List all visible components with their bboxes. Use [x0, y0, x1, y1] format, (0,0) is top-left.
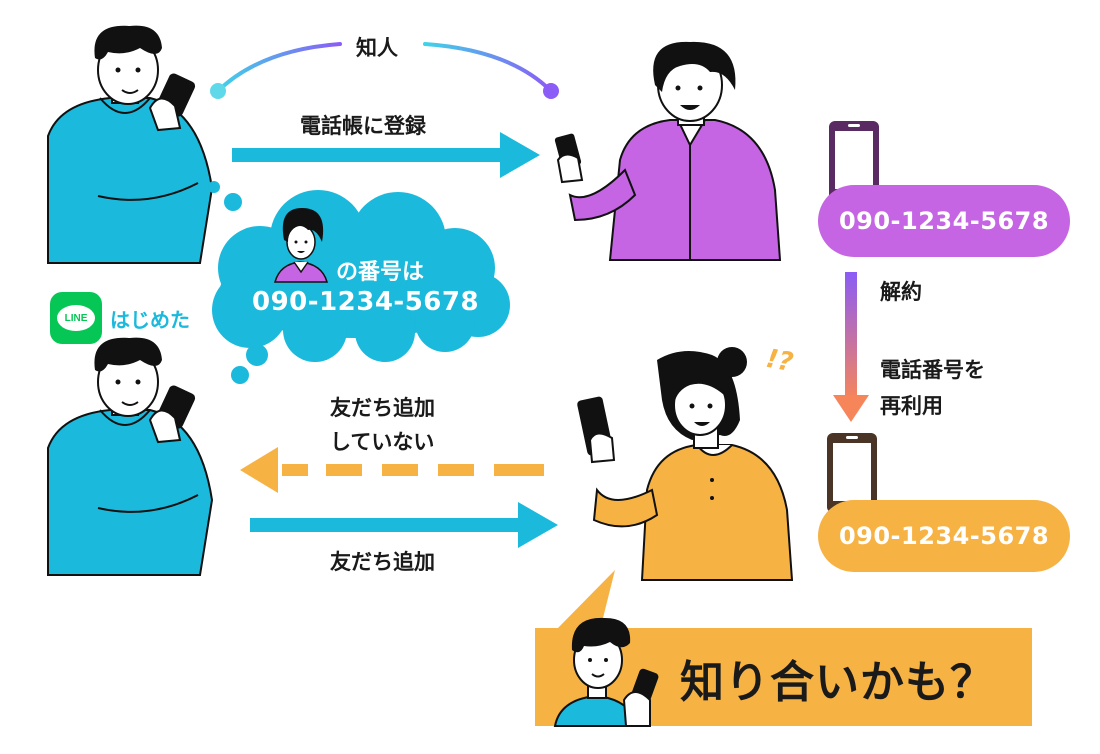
cancel-label: 解約	[880, 280, 922, 304]
register-label: 電話帳に登録	[300, 114, 426, 138]
person-c	[577, 347, 794, 581]
callout-text: 知り合いかも？	[680, 657, 995, 708]
thought-line1: の番号は	[336, 260, 425, 285]
new-phone-icon	[827, 433, 877, 513]
acquaintance-label: 知人	[356, 36, 398, 60]
person-a-top	[47, 25, 214, 264]
reuse-label-line1: 電話番号を	[880, 358, 985, 382]
old-phone-number-pill: 090-1234-5678	[818, 185, 1070, 257]
person-a-bottom	[47, 337, 214, 576]
line-caption: はじめた	[110, 308, 190, 332]
line-logo-icon: LINE	[50, 292, 102, 344]
added-label: 友だち追加	[330, 550, 435, 574]
new-phone-number-pill: 090-1234-5678	[818, 500, 1070, 572]
not-added-label-line1: 友だち追加	[330, 396, 435, 420]
thought-number: 090-1234-5678	[252, 287, 480, 317]
not-added-label-line2: していない	[330, 430, 435, 454]
line-logo-text: LINE	[64, 312, 88, 324]
person-b-avatar	[274, 208, 328, 283]
old-phone-icon	[829, 121, 879, 201]
person-b-top	[554, 41, 782, 261]
person-a-avatar	[553, 617, 659, 727]
reuse-label-line2: 再利用	[880, 394, 943, 418]
